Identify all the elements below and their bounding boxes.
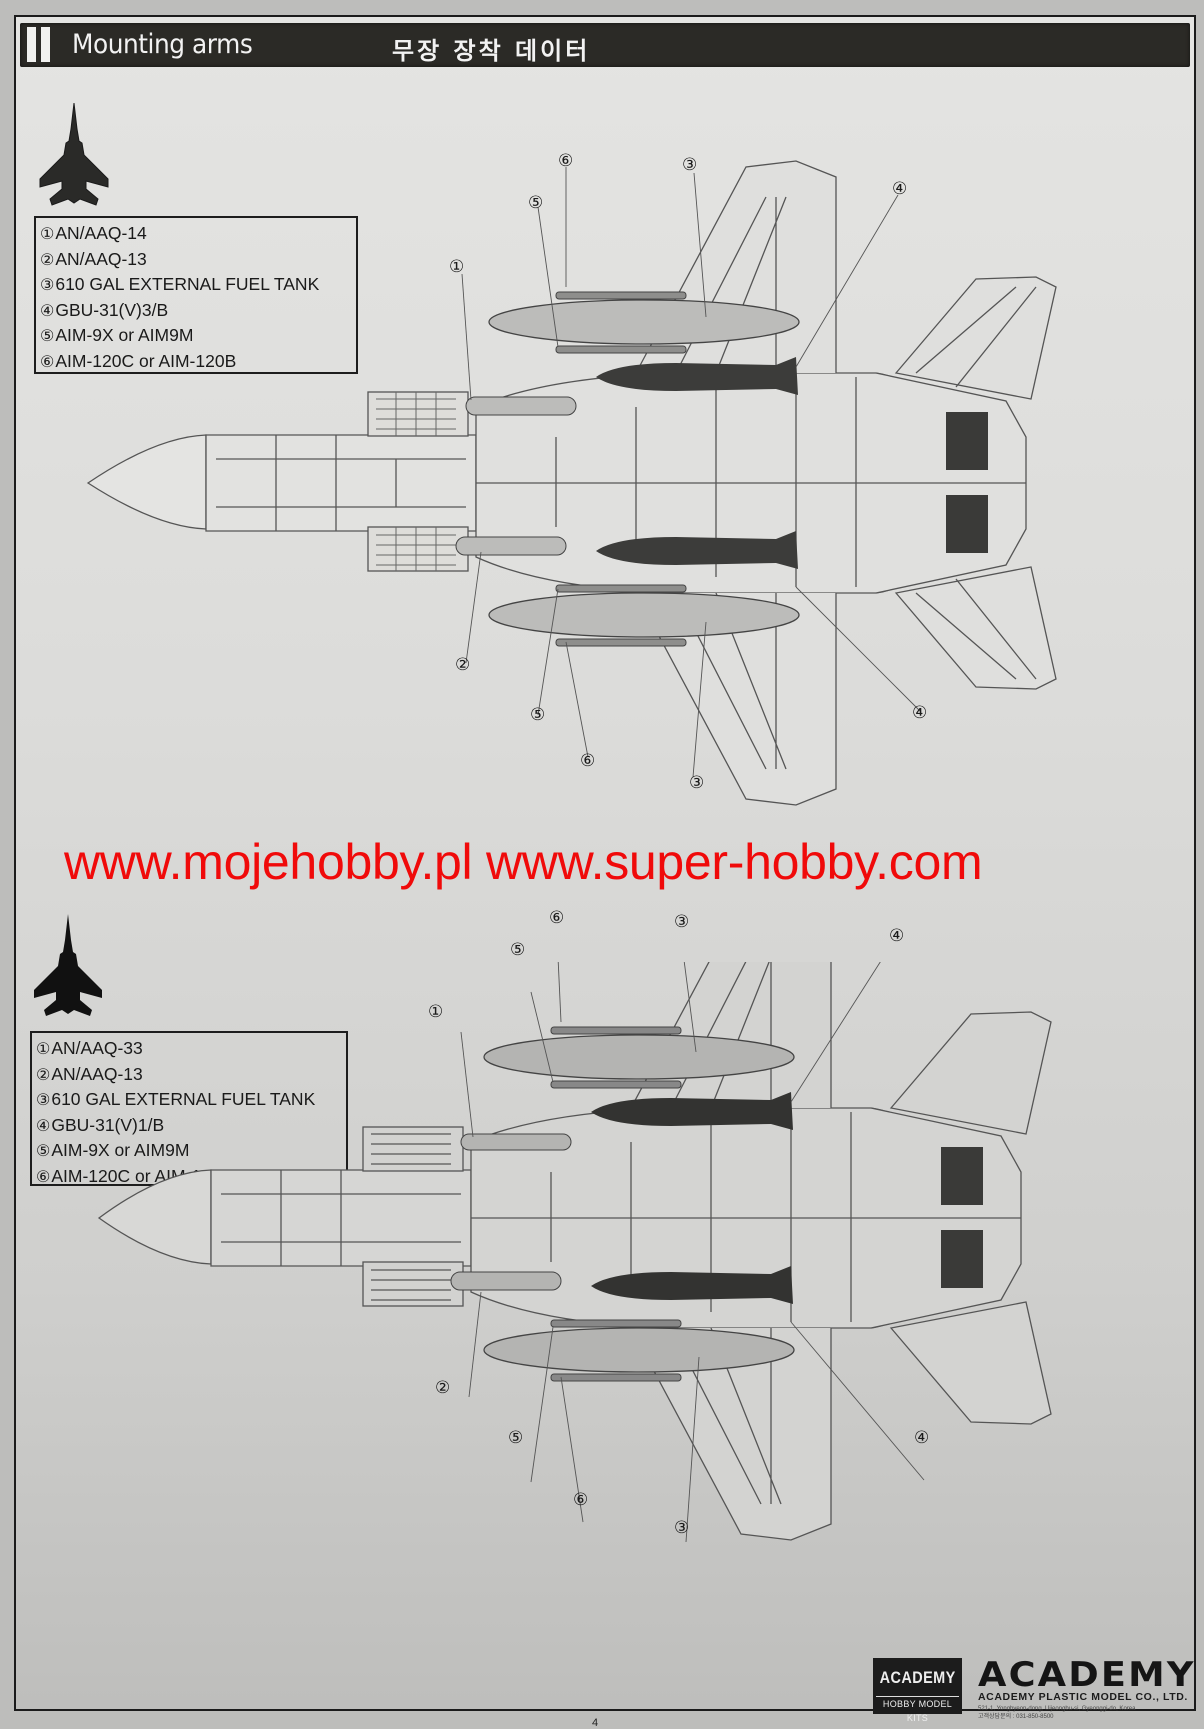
legend-item: ①AN/AAQ-14 [40,223,147,243]
fuel-tank-bottom [488,592,800,638]
legend-item: ①AN/AAQ-33 [36,1038,143,1058]
targeting-pod-aaq33 [460,1133,572,1151]
aircraft-underside-diagram [97,895,1052,1543]
nozzle-right [946,495,988,553]
stabilizer-right [894,566,1057,690]
callout-4: ④ [892,179,908,199]
page-number: 4 [592,1717,599,1729]
callout-5b: ⑤ [530,705,546,725]
gbu31-bottom [596,531,798,569]
aircraft-drawing-bottom: ① ② ③ ④ ⑤ ⑥ ③ ④ ⑤ ⑥ [71,895,1161,1682]
callout-6: ⑥ [549,908,565,928]
legend-item: ⑤AIM-9X or AIM9M [40,325,194,345]
aim9-bottom-upper [555,584,687,593]
gbu31-top [596,357,798,395]
callout-1: ① [428,1002,444,1022]
section-marker-icon [41,27,50,62]
fuel-tank-top [483,1034,795,1080]
section-title-korean: 무장 장착 데이터 [392,37,591,65]
section-marker-icon [27,27,36,62]
wing-right [635,592,837,806]
weapons-legend: ①AN/AAQ-14 ②AN/AAQ-13 ③610 GAL EXTERNAL … [34,216,358,374]
navigation-pod-aaq13 [455,536,567,556]
legend-item: ④GBU-31(V)1/B [36,1114,165,1135]
aim120-top-upper [550,1026,682,1035]
callout-3: ③ [674,912,690,932]
fuel-tank-top [488,299,800,345]
stabilizer-left [894,276,1057,400]
nozzle-left [941,1147,983,1205]
forward-fuselage [205,434,477,532]
section-title: Mounting arms [72,29,253,60]
callout-3: ③ [682,155,698,175]
callout-5: ⑤ [528,193,544,213]
nose-outline [86,434,207,530]
callout-3b: ③ [689,773,705,793]
aircraft-underside-diagram [86,160,1057,806]
callout-1: ① [449,257,465,277]
aim9-top-lower [550,1080,682,1089]
academy-hobby-logo: ACADEMY HOBBY MODEL KITS [873,1658,962,1723]
aircraft-drawing-top: ① ② ③ ④ ⑤ ⑥ ③ ④ ⑤ ⑥ [76,137,1166,857]
aim120-bottom-lower [555,638,687,647]
nozzle-right [941,1230,983,1288]
company-address: 521-1, Yongbyeon-dong, Uijeongbu-si, Gye… [978,1706,1136,1720]
nose-outline [97,1169,212,1265]
callout-2: ② [435,1378,451,1398]
company-name: ACADEMY PLASTIC MODEL CO., LTD. [978,1691,1188,1703]
nozzle-left [946,412,988,470]
gbu31-bottom [591,1266,793,1304]
instruction-page: Mounting arms 무장 장착 데이터 ①AN/AAQ-14 ②AN/A… [14,15,1196,1723]
aim120-top-upper [555,291,687,300]
section-header: Mounting arms 무장 장착 데이터 [20,23,1190,67]
gbu31-top [591,1092,793,1130]
callout-5b: ⑤ [508,1428,524,1448]
legend-item: ②AN/AAQ-13 [40,248,147,269]
callout-6b: ⑥ [573,1490,589,1510]
aim9-top-lower [555,345,687,354]
navigation-pod-aaq13 [450,1271,562,1291]
callout-4b: ④ [914,1428,930,1448]
legend-item: ③610 GAL EXTERNAL FUEL TANK [36,1089,316,1109]
aim120-bottom-lower [550,1373,682,1382]
legend-item: ⑥AIM-120C or AIM-120B [40,350,237,371]
callout-4b: ④ [912,703,928,723]
watermark-text: www.mojehobby.pl www.super-hobby.com [64,834,983,890]
callout-2: ② [455,655,471,675]
legend-item: ⑤AIM-9X or AIM9M [36,1140,190,1160]
aircraft-silhouette-icon [34,914,102,1016]
callout-6b: ⑥ [580,751,596,771]
callout-5: ⑤ [510,940,526,960]
callout-4: ④ [889,926,905,946]
intake-right [367,526,469,572]
fuel-tank-bottom [483,1327,795,1373]
aim9-bottom-upper [550,1319,682,1328]
legend-item: ②AN/AAQ-13 [36,1063,143,1084]
legend-item: ④GBU-31(V)3/B [40,299,169,320]
callout-6: ⑥ [558,151,574,171]
targeting-pod-aaq14 [465,396,577,416]
legend-item: ③610 GAL EXTERNAL FUEL TANK [40,274,320,294]
academy-brand-wordmark: ACADEMY [978,1655,1196,1695]
callout-3b: ③ [674,1518,690,1538]
aircraft-silhouette-icon [39,102,109,206]
